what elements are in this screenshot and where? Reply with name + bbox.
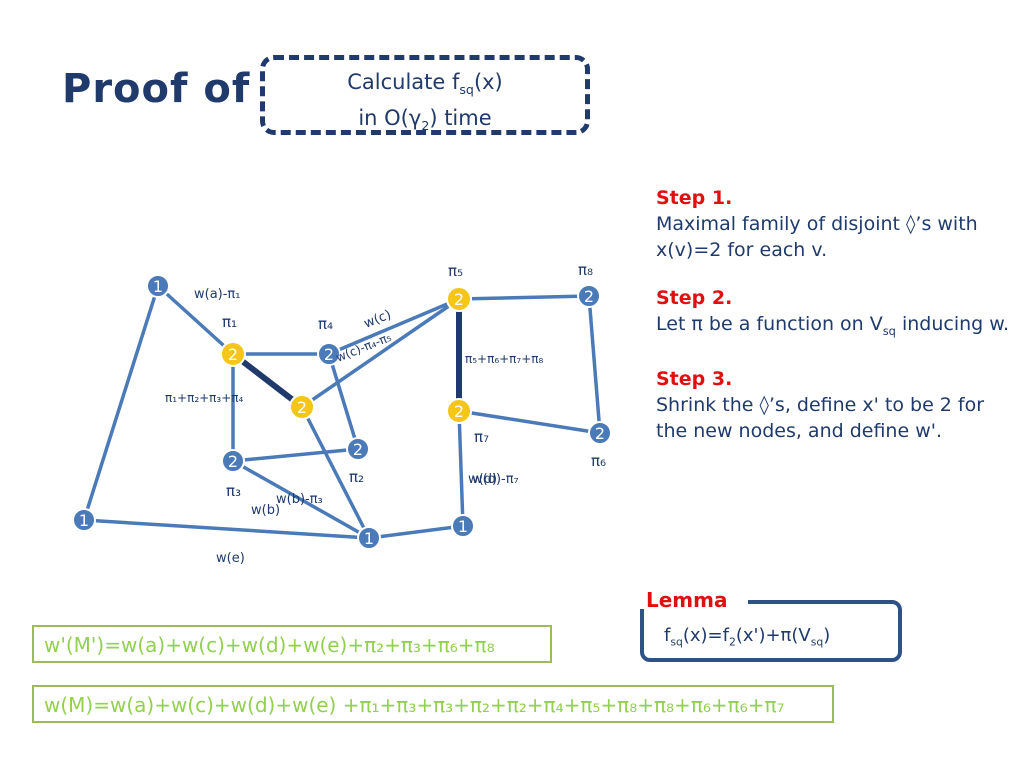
graph-node: 2 xyxy=(577,284,601,308)
edge xyxy=(457,410,465,527)
svg-text:2: 2 xyxy=(228,452,238,471)
graph-node: 2 xyxy=(289,394,315,420)
node-label-pi3: π₃ xyxy=(226,482,241,500)
edge-label-wa: w(a)-π₁ xyxy=(194,287,240,302)
graph-node: 2 xyxy=(588,421,612,445)
lemma-formula: fsq(x)=f2(x')+π(Vsq) xyxy=(664,625,831,649)
svg-text:1: 1 xyxy=(364,529,374,548)
svg-text:2: 2 xyxy=(595,424,605,443)
step-heading: Step 2. xyxy=(656,287,733,309)
node-label-pi5: π₅ xyxy=(448,262,463,280)
step-1: Step 1. Maximal family of disjoint ◊’s w… xyxy=(656,185,1016,263)
svg-text:2: 2 xyxy=(297,398,307,417)
lemma-box xyxy=(640,600,902,662)
graph-node: 2 xyxy=(317,342,341,366)
lemma-label: Lemma xyxy=(646,588,728,612)
edge xyxy=(327,353,360,450)
node-label-pi1: π₁ xyxy=(222,313,237,331)
svg-text:2: 2 xyxy=(454,402,464,421)
equation-w: w(M)=w(a)+w(c)+w(d)+w(e) +π₁+π₃+π₃+π₂+π₂… xyxy=(32,685,834,723)
slide-title: Proof of xyxy=(62,66,251,112)
edge-label-wb-pi: w(b)-π₃ xyxy=(276,492,323,507)
svg-text:2: 2 xyxy=(584,287,594,306)
edge xyxy=(232,447,359,463)
step-text: Let π be a function on Vsq inducing w. xyxy=(656,313,1010,338)
edge-label-wb: w(b) xyxy=(251,503,280,518)
edge xyxy=(458,409,601,435)
edge xyxy=(328,297,460,356)
svg-text:1: 1 xyxy=(153,277,163,296)
matched-edge xyxy=(231,351,304,410)
graph-edges xyxy=(82,284,602,540)
node-label-pi7: π₇ xyxy=(474,428,489,446)
graph-node: 2 xyxy=(221,449,245,473)
svg-text:2: 2 xyxy=(324,345,334,364)
edge xyxy=(587,295,602,434)
step-text: Maximal family of disjoint ◊’s with x(v)… xyxy=(656,213,978,261)
graph-node: 2 xyxy=(346,437,370,461)
graph-node: 2 xyxy=(220,341,246,367)
node-label-pi8: π₈ xyxy=(578,261,593,279)
step-heading: Step 1. xyxy=(656,187,733,209)
graph-node: 1 xyxy=(357,526,381,550)
step-text: Shrink the ◊’s, define x' to be 2 for th… xyxy=(656,393,985,442)
edge-label-pi5678: π₅+π₆+π₇+π₈ xyxy=(465,352,543,366)
lemma-box-gap xyxy=(636,597,748,609)
graph-node: 1 xyxy=(451,514,475,538)
graph-node: 1 xyxy=(72,508,96,532)
edge xyxy=(458,294,590,301)
step-2: Step 2. Let π be a function on Vsq induc… xyxy=(656,285,1016,344)
svg-text:1: 1 xyxy=(79,511,89,530)
calculation-box: Calculate fsq(x) in O(γ2) time xyxy=(260,55,590,135)
edge-label-we: w(e) xyxy=(216,551,245,566)
equation-w-prime: w'(M')=w(a)+w(c)+w(d)+w(e)+π₂+π₃+π₆+π₈ xyxy=(32,625,552,663)
edge xyxy=(232,459,370,540)
steps-panel: Step 1. Maximal family of disjoint ◊’s w… xyxy=(656,185,1016,466)
svg-text:2: 2 xyxy=(228,345,238,364)
node-label-pi2: π₂ xyxy=(349,468,364,486)
svg-text:2: 2 xyxy=(454,290,464,309)
edge xyxy=(301,297,460,409)
edge xyxy=(82,285,160,521)
graph-node: 2 xyxy=(446,398,472,424)
node-label-pi4: π₄ xyxy=(318,315,333,333)
graph-node: 2 xyxy=(446,286,472,312)
matched-edges xyxy=(231,299,462,411)
edge-label-wd: w(d) xyxy=(468,472,497,487)
svg-text:1: 1 xyxy=(458,517,468,536)
edge-label-pi1234: π₁+π₂+π₃+π₄ xyxy=(165,391,243,405)
edge-label-wc-pi: w(c)-π₄-π₅ xyxy=(334,330,394,365)
edge-label-wd-pi: w(d)-π₇ xyxy=(472,472,519,487)
calculation-text: Calculate fsq(x) in O(γ2) time xyxy=(347,70,503,134)
edge xyxy=(300,406,371,539)
step-3: Step 3. Shrink the ◊’s, define x' to be … xyxy=(656,366,1016,444)
edge xyxy=(83,518,370,540)
graph-diagram: 1 2 2 2 2 2 2 2 2 2 1 1 1 w(a)-π₁ π₁ π₄ … xyxy=(72,261,612,566)
svg-text:2: 2 xyxy=(353,440,363,459)
step-heading: Step 3. xyxy=(656,367,733,390)
node-label-pi6: π₆ xyxy=(591,452,606,470)
edge xyxy=(156,284,235,356)
graph-node: 1 xyxy=(146,274,170,298)
edge xyxy=(368,524,464,540)
